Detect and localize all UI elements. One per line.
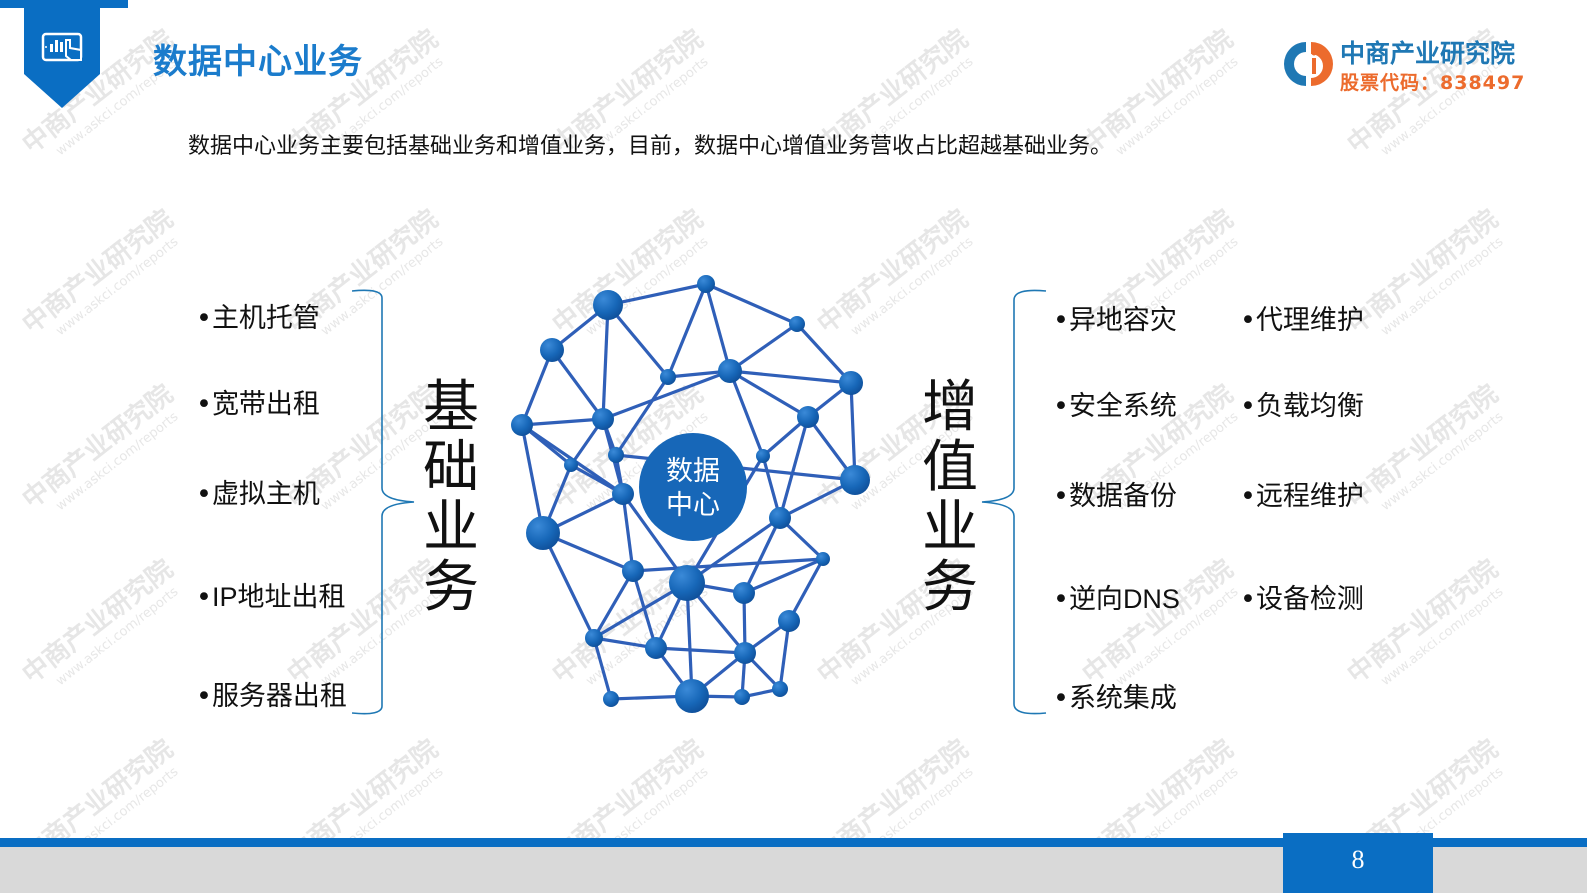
logo-name: 中商产业研究院 — [1340, 39, 1516, 68]
value-added-item-latin: DNS — [1122, 584, 1180, 614]
network-node — [675, 679, 709, 713]
logo-stock-code: 股票代码：838497 — [1340, 72, 1526, 94]
askci-logo-icon — [1284, 42, 1333, 86]
basic-item: •虚拟主机 — [196, 472, 320, 511]
network-node — [511, 414, 533, 436]
tablet-chart-touch-icon — [24, 0, 100, 108]
network-node — [608, 447, 624, 463]
network-node — [603, 691, 619, 707]
value-added-item-label: 数据备份 — [1068, 481, 1177, 512]
value-added-item: •异地容灾 — [1053, 305, 1177, 336]
network-node — [816, 552, 830, 566]
network-node — [756, 449, 770, 463]
value-added-item: •系统集成 — [1053, 683, 1177, 714]
company-logo: 中商产业研究院 股票代码：838497 — [1282, 34, 1542, 94]
network-node — [734, 642, 756, 664]
network-diagram: 数据 中心 — [511, 275, 870, 713]
basic-item-label: 虚拟主机 — [211, 479, 320, 510]
basic-item-label: 主机托管 — [211, 303, 320, 334]
network-node — [734, 689, 750, 705]
network-node — [733, 582, 755, 604]
basic-item: •宽带出租 — [196, 382, 320, 421]
bullet: • — [196, 303, 212, 334]
center-label-line1: 数据 — [666, 456, 720, 487]
value-added-item: •远程维护 — [1240, 481, 1364, 512]
value-added-item: •数据备份 — [1053, 481, 1177, 512]
value-added-item: •安全系统 — [1053, 391, 1177, 422]
intro-text: 数据中心业务主要包括基础业务和增值业务，目前，数据中心增值业务营收占比超越基础业… — [188, 134, 1113, 159]
network-node — [772, 681, 788, 697]
network-node — [622, 560, 644, 582]
network-node — [612, 483, 634, 505]
footer-accent-bar — [0, 838, 1587, 847]
page-number: 8 — [1351, 845, 1365, 874]
right-curly-brace — [981, 289, 1047, 715]
network-node — [526, 516, 560, 550]
value-added-item: •逆向DNS — [1053, 584, 1180, 615]
bullet: • — [196, 479, 212, 510]
network-node — [593, 290, 623, 320]
network-node — [840, 465, 870, 495]
bullet: • — [196, 389, 212, 420]
network-node — [789, 316, 805, 332]
basic-item: •IP地址出租 — [196, 575, 345, 614]
network-node — [697, 275, 715, 293]
value-added-business-label: 增 值 业 务 — [922, 375, 978, 620]
value-added-item-label: 远程维护 — [1255, 481, 1364, 512]
bullet: • — [196, 681, 212, 712]
value-added-item-label: 系统集成 — [1068, 683, 1177, 714]
header-banner — [24, 0, 100, 108]
value-added-item-label: 安全系统 — [1068, 391, 1177, 422]
basic-item-label: 宽带出租 — [211, 389, 320, 420]
center-label-line2: 中心 — [666, 490, 720, 521]
center-node: 数据 中心 — [639, 433, 747, 541]
basic-item-label: 服务器出租 — [211, 681, 347, 712]
value-added-item: •负载均衡 — [1240, 391, 1364, 422]
value-added-item-label: 负载均衡 — [1255, 391, 1364, 422]
bullet: • — [196, 582, 212, 613]
basic-business-label: 基 础 业 务 — [423, 375, 479, 620]
network-node — [592, 408, 614, 430]
basic-item: •服务器出租 — [196, 674, 347, 713]
page-number-box: 8 — [1283, 833, 1433, 893]
value-added-item-label: 异地容灾 — [1068, 305, 1177, 336]
network-node — [778, 610, 800, 632]
network-nodes — [511, 275, 870, 713]
value-added-item-label: 代理维护 — [1255, 305, 1364, 336]
basic-item-label: 地址出租 — [237, 582, 346, 613]
network-node — [585, 629, 603, 647]
value-added-item-label: 逆向 — [1068, 584, 1123, 615]
network-node — [769, 507, 791, 529]
network-node — [669, 565, 705, 601]
basic-item-latin: IP — [211, 582, 238, 612]
network-edges — [520, 282, 857, 701]
value-added-item-label: 设备检测 — [1255, 584, 1364, 615]
network-node — [839, 371, 863, 395]
value-added-item: •代理维护 — [1240, 305, 1364, 336]
network-node — [660, 369, 676, 385]
network-node — [540, 338, 564, 362]
left-curly-brace — [352, 289, 415, 715]
network-node — [645, 637, 667, 659]
network-node — [797, 406, 819, 428]
basic-item: •主机托管 — [196, 296, 320, 335]
page-title: 数据中心业务 — [153, 42, 363, 82]
network-node — [718, 359, 742, 383]
value-added-item: •设备检测 — [1240, 584, 1364, 615]
network-node — [564, 458, 578, 472]
